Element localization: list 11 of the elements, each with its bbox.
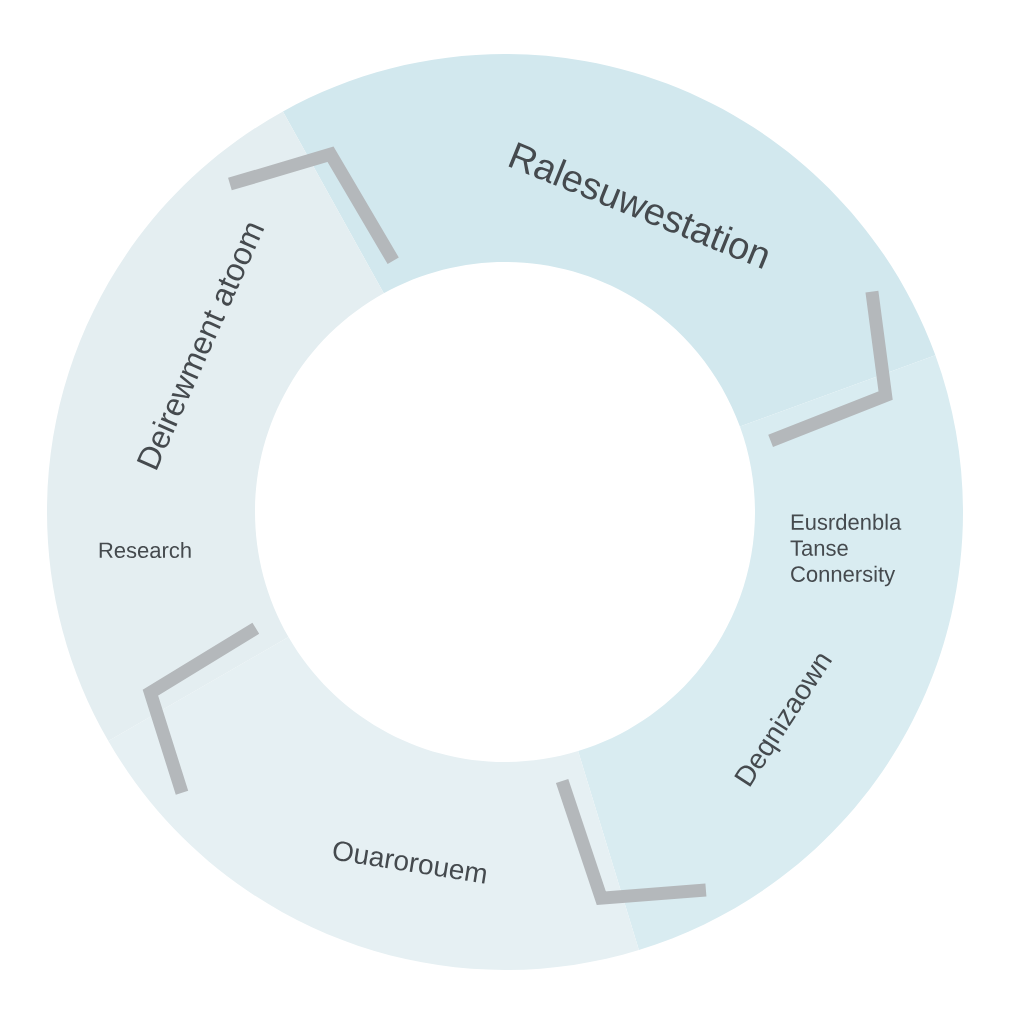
chevron	[228, 146, 399, 265]
chevron	[142, 622, 260, 795]
segment-label: Research	[99, 541, 191, 559]
chevron	[555, 778, 707, 906]
segment-label: Ouarorouem	[333, 841, 486, 884]
ring-segment	[282, 54, 936, 427]
ring-segment	[47, 111, 384, 741]
chevron	[768, 290, 893, 447]
segment-label: Eusrdenbla Tanse Connersity	[790, 513, 902, 587]
ring-segment	[578, 355, 963, 950]
ring-segment	[108, 637, 639, 970]
